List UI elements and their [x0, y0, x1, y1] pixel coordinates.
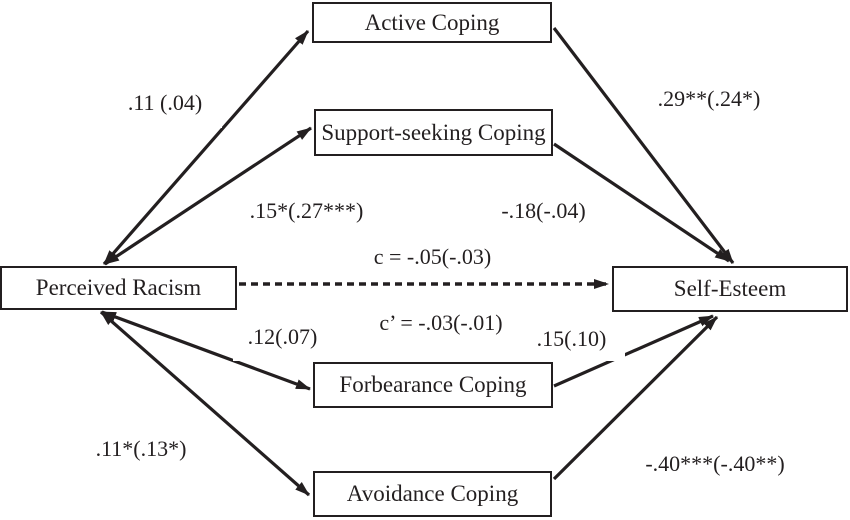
node-perceived-racism: Perceived Racism — [0, 266, 237, 310]
label-pr-to-active: .11 (.04) — [108, 78, 222, 128]
label-active-to-se: .29**(.24*) — [643, 77, 775, 120]
label-support-to-se: -.18(-.04) — [487, 187, 600, 235]
label-avoidance-to-se: -.40***(-.40**) — [627, 440, 803, 488]
node-support-seeking-coping: Support-seeking Coping — [314, 109, 553, 156]
node-active-coping: Active Coping — [312, 2, 552, 43]
label-pr-to-forbearance: .12(.07) — [233, 313, 332, 361]
label-total-effect: c = -.05(-.03) — [345, 234, 520, 280]
label-direct-effect: c’ = -.03(-.01) — [360, 298, 522, 348]
label-pr-to-support: .15*(.27***) — [233, 186, 380, 236]
node-self-esteem: Self-Esteem — [612, 266, 848, 312]
node-avoidance-coping: Avoidance Coping — [313, 471, 552, 517]
label-forbearance-to-se: .15(.10) — [518, 317, 625, 361]
node-forbearance-coping: Forbearance Coping — [313, 362, 553, 408]
label-pr-to-avoidance: .11*(.13*) — [77, 424, 205, 473]
